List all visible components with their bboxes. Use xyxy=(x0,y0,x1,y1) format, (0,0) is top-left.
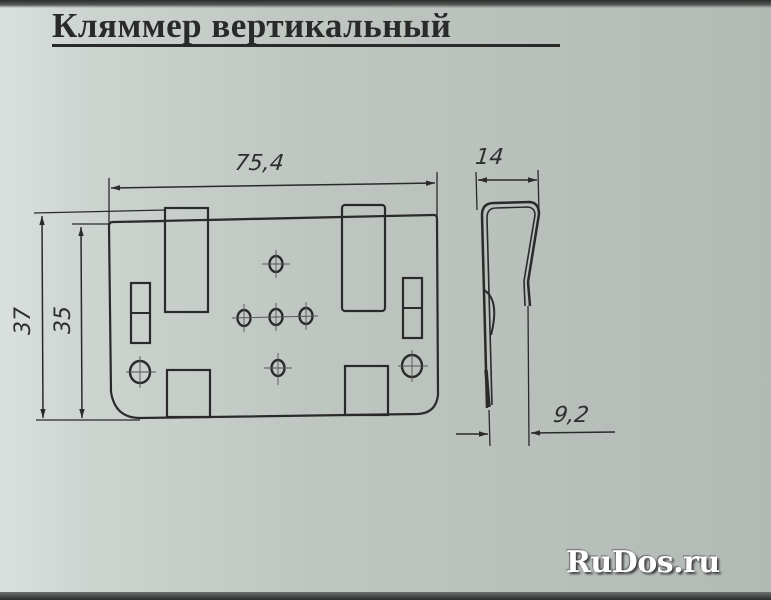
front-view xyxy=(33,172,440,421)
clip-profile-outer xyxy=(480,200,541,409)
clip-profile-inner xyxy=(486,206,536,406)
height-37-dimension-line xyxy=(39,215,46,419)
width-dimension-line xyxy=(110,180,436,191)
height-35-dimension-line xyxy=(78,226,85,419)
title-underline xyxy=(52,44,560,47)
opening-dimension-line xyxy=(530,430,616,436)
dimension-body-height-label: 35 xyxy=(51,306,76,334)
extension-line-top-37 xyxy=(33,209,167,214)
dimension-width-label: 75,4 xyxy=(234,151,286,176)
drawing-title: Кляммер вертикальный xyxy=(52,6,452,45)
bottom-slot-left xyxy=(165,368,212,419)
plate-outline xyxy=(107,213,440,420)
top-tab-right xyxy=(340,203,387,313)
watermark-logo: RuDos.ru xyxy=(566,545,720,580)
photo-bottom-edge xyxy=(0,592,771,600)
dimension-overall-height-label: 37 xyxy=(11,307,36,335)
dimension-opening-label: 9,2 xyxy=(552,402,591,428)
photo-top-edge xyxy=(0,0,771,8)
center-marks xyxy=(126,250,428,388)
dimension-side-width-label: 14 xyxy=(474,145,505,170)
side-view xyxy=(456,169,616,447)
top-tab-left xyxy=(163,206,210,314)
bottom-slot-right xyxy=(343,364,390,417)
